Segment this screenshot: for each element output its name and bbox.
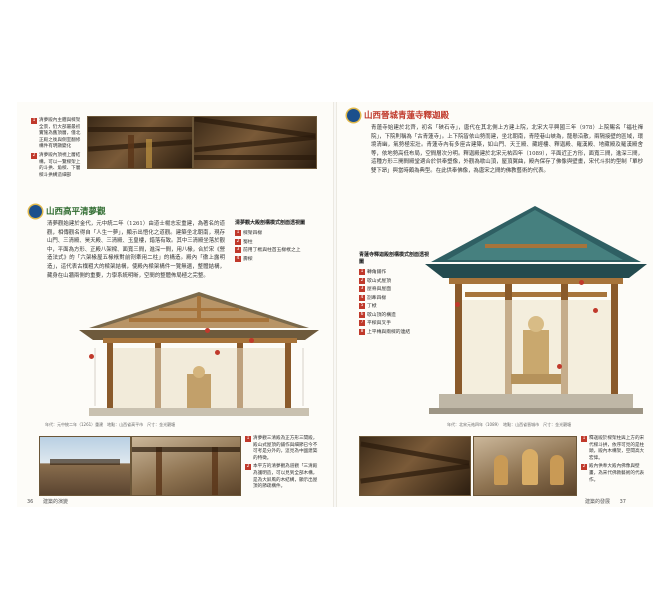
legend-item: 丁栿 [367,304,377,309]
legend-item: 壽樑 [243,256,253,262]
legend-number: 1 [235,230,241,236]
illustration-qingmeng-hall [79,292,319,416]
caption-text: 清夢殿內頂視上層結構，可以一覽樑架上的斗拱、角樑、下層樑斗拱構造細部 [39,152,81,178]
page-footer: 建築的演變 [42,499,68,505]
section-title-qingmeng: 山西高平清夢觀 [29,204,106,218]
legend-number: 4 [359,294,365,301]
legend-number: 2 [235,238,241,245]
page-number: 37 [619,499,626,505]
illustration-qinglian-hall [425,206,647,414]
caption-number: 1 [581,436,587,442]
legend-item: 蜀柱 [243,239,253,245]
callout-marker-3 [215,350,220,355]
legend-item: 歇山頂的構造 [367,312,396,318]
photo-interior-beams [87,116,193,169]
caption-text: 殿內供奉大殿內佛像與壁畫，為宋代佛教藝術的代表作。 [589,464,645,483]
caption-number: 1 [245,436,251,442]
section-badge-icon [347,108,360,122]
legend-number: 3 [235,247,241,253]
book-spine [333,102,337,507]
body-text-qinglian: 青蓮寺始建於北齊，初名「硤石寺」，唐代在其北側上方建上院，北宋大平興國三年（97… [371,125,643,174]
legend-item: 轉角鋪作 [367,270,387,275]
legend-item: 上平槫與兩樑的連結 [367,329,411,335]
right-page: 山西晉城青蓮寺釋迦殿 青蓮寺始建於北齊，初名「硤石寺」，唐代在其北側上方建上院，… [337,102,653,507]
callout-marker-4 [557,364,562,369]
callout-marker-1 [89,354,94,359]
photo-qingmeng-interior [131,436,241,496]
caption-number: 1 [31,118,37,124]
caption-text: 釋迦殿於樑架柱與上方的宋代樑斗拱，依序可見的是柱頭，殿內木構架，空間高大宏偉。 [589,436,645,461]
caption-number: 2 [245,464,251,471]
page-footer: 建築的發展 [585,499,611,505]
legend-number: 1 [359,269,365,275]
callout-marker-1 [579,280,584,285]
section-title-qinglian: 山西晉城青蓮寺釋迦殿 [347,108,449,122]
caption-number: 2 [581,464,587,471]
page-number: 36 [27,499,34,505]
section-badge-icon [29,204,42,218]
photo-qingmeng-exterior [39,436,131,496]
legend-item: 屋脊與屋面 [367,287,391,292]
callout-marker-4 [249,338,254,343]
legend-number: 7 [359,320,365,326]
illustration-credit: 年代：元中統二年（1261）重建 地點：山西省高平市 尺寸：金光觀塘 [45,422,176,427]
page-number-left: 36 建築的演變 [27,498,68,505]
caption-text: 清夢觀三清殿為正方形三間殿，殿山式屋頂的鋪作與細節已今不可考是分外的，這見為中國… [253,436,318,461]
photo-qinglian-statues [473,436,577,496]
caption-number: 2 [31,152,37,159]
legend-number: 5 [359,303,365,309]
section-title-text: 山西晉城青蓮寺釋迦殿 [364,111,450,121]
callout-marker-3 [455,302,460,307]
legend-number: 6 [359,311,365,318]
legend-item: 歇山式屋頂 [367,278,391,284]
photo-roof-structure [193,116,317,169]
legend-item: 前用丁栿與柱首五椽栿之上 [243,248,301,253]
legend-title: 清夢觀大殿剖構模式剖面透視圖 [235,220,306,226]
legend-number: 2 [359,277,365,284]
legend-item: 劄牽四椽 [367,295,387,301]
body-text-qingmeng: 清夢觀始建於金代，元中統二年（1261）由道士楊志宏重建，為著名的道觀，相傳觀名… [47,221,225,279]
callout-marker-2 [593,308,598,313]
legend-number: 8 [359,328,365,335]
legend-title: 青蓮寺釋迦殿剖構模式剖面透視圖 [359,252,430,265]
caption-text: 本平方的清夢觀為道觀「三清殿為護明造，可以見到全部木構，是為大屏風的木結構，顯示… [253,464,318,490]
section-title-text: 山西高平清夢觀 [46,207,106,217]
illustration-credit: 年代：北宋元祐四年（1089） 地點：山西省晉城市 尺寸：金光觀塘 [447,422,572,427]
callout-marker-2 [205,328,210,333]
legend-number: 4 [235,255,241,262]
legend-item: 平樑與叉手 [367,321,391,326]
caption-text: 清夢殿內主體與樑架全景，仍大部屬最初實施為舊頂層，僅北正殿之後與側室翻修構件有明… [39,118,81,150]
page-number-right: 建築的發展 37 [585,498,626,505]
photo-qinglian-ceiling [359,436,471,496]
legend-item: 樑架四椽 [243,231,263,236]
legend-number: 3 [359,286,365,292]
